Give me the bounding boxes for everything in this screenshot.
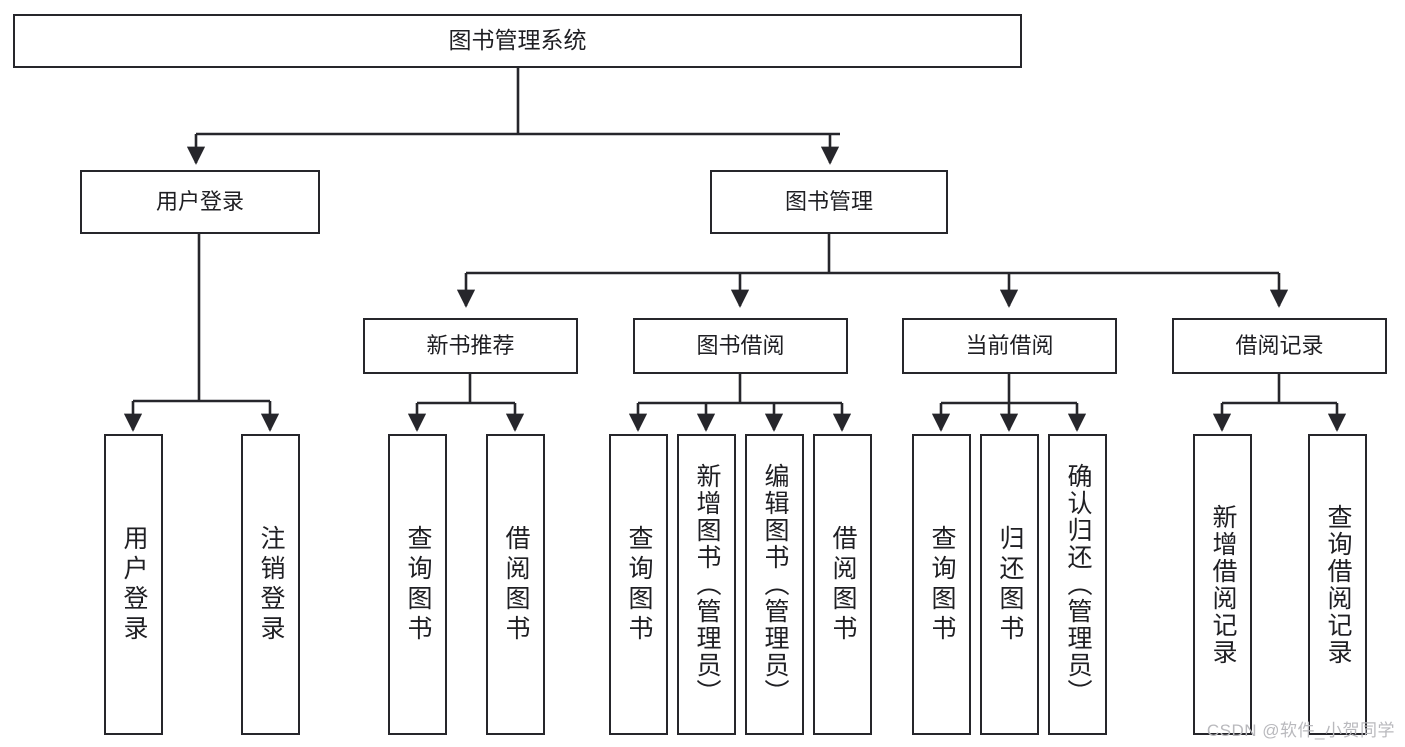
node-label: 借阅图书 <box>502 524 530 645</box>
node-book-borrow[interactable]: 图书借阅 <box>633 318 848 374</box>
node-label: 当前借阅 <box>965 333 1054 359</box>
node-label: 注销登录 <box>257 524 285 645</box>
node-label: 图书借阅 <box>696 333 785 359</box>
node-label: 用户登录 <box>120 524 148 645</box>
node-book-management[interactable]: 图书管理 <box>710 170 948 234</box>
node-label: 用户登录 <box>155 189 244 215</box>
node-borrow-record[interactable]: 借阅记录 <box>1172 318 1387 374</box>
leaf-query-book-recommend[interactable]: 查询图书 <box>388 434 447 735</box>
node-root-system[interactable]: 图书管理系统 <box>13 14 1022 68</box>
node-label: 借阅图书 <box>829 524 857 645</box>
node-label: 查询图书 <box>928 524 956 645</box>
node-new-book-recommend[interactable]: 新书推荐 <box>363 318 578 374</box>
node-label: 编辑图书（管理员） <box>761 463 789 706</box>
node-label: 归还图书 <box>996 524 1024 645</box>
watermark-text: CSDN @软件_小贺同学 <box>1206 721 1395 740</box>
node-label: 新增借阅记录 <box>1209 503 1237 666</box>
node-label: 新书推荐 <box>426 333 515 359</box>
leaf-query-book-current[interactable]: 查询图书 <box>912 434 971 735</box>
leaf-logout-login[interactable]: 注销登录 <box>241 434 300 735</box>
leaf-confirm-return-admin[interactable]: 确认归还（管理员） <box>1048 434 1107 735</box>
node-label: 借阅记录 <box>1235 333 1324 359</box>
node-label: 查询图书 <box>625 524 653 645</box>
node-label: 确认归还（管理员） <box>1064 463 1092 706</box>
node-label: 查询图书 <box>404 524 432 645</box>
leaf-query-book-borrow[interactable]: 查询图书 <box>609 434 668 735</box>
leaf-add-borrow-record[interactable]: 新增借阅记录 <box>1193 434 1252 735</box>
leaf-edit-book-admin[interactable]: 编辑图书（管理员） <box>745 434 804 735</box>
node-label: 图书管理系统 <box>448 27 587 54</box>
leaf-user-login[interactable]: 用户登录 <box>104 434 163 735</box>
leaf-borrow-book-recommend[interactable]: 借阅图书 <box>486 434 545 735</box>
node-label: 查询借阅记录 <box>1324 503 1352 666</box>
leaf-return-book[interactable]: 归还图书 <box>980 434 1039 735</box>
leaf-borrow-book[interactable]: 借阅图书 <box>813 434 872 735</box>
leaf-query-borrow-record[interactable]: 查询借阅记录 <box>1308 434 1367 735</box>
node-user-login[interactable]: 用户登录 <box>80 170 320 234</box>
node-label: 新增图书（管理员） <box>693 463 721 706</box>
leaf-add-book-admin[interactable]: 新增图书（管理员） <box>677 434 736 735</box>
node-label: 图书管理 <box>784 189 873 215</box>
node-current-borrow[interactable]: 当前借阅 <box>902 318 1117 374</box>
